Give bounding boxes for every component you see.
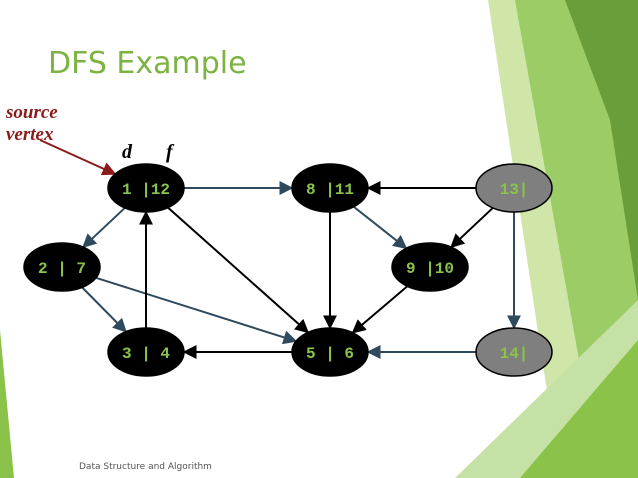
node-ellipse — [291, 327, 369, 377]
edge-n2-to-n3 — [81, 286, 127, 333]
edge-n2-to-n5 — [95, 276, 298, 345]
node-label: 9 |10 — [406, 260, 454, 278]
graph-node-n3: 3 | 4 — [107, 327, 185, 377]
node-label: 5 | 6 — [306, 345, 354, 363]
graph-node-n14: 14| — [475, 327, 553, 377]
footer-text: Data Structure and Algorithm — [79, 462, 212, 472]
discovery-time-label: d — [122, 141, 132, 163]
deco-triangle-mid — [520, 340, 638, 478]
node-ellipse — [475, 327, 553, 377]
graph-node-n8: 8 |11 — [291, 163, 369, 213]
node-ellipse — [23, 242, 101, 292]
edge-n8-to-n9 — [353, 205, 408, 250]
edge-n1-to-n2 — [82, 207, 126, 249]
node-ellipse — [107, 327, 185, 377]
node-label: 14| — [500, 345, 529, 363]
graph-node-n1: 1 |12 — [107, 163, 185, 213]
source-vertex-arrow — [39, 139, 117, 176]
edge-n1-to-n5 — [167, 206, 310, 334]
edge-n9-to-n5 — [351, 285, 408, 334]
graph-node-n13: 13| — [475, 163, 553, 213]
node-ellipse — [391, 242, 469, 292]
node-label: 3 | 4 — [122, 345, 170, 363]
node-ellipse — [475, 163, 553, 213]
graph-node-n2: 2 | 7 — [23, 242, 101, 292]
source-label-line1: source — [6, 102, 58, 123]
graph-node-n9: 9 |10 — [391, 242, 469, 292]
node-ellipse — [291, 163, 369, 213]
finish-time-label: f — [166, 141, 173, 163]
node-ellipse — [107, 163, 185, 213]
deco-left-sliver — [0, 330, 14, 478]
graph-node-n5: 5 | 6 — [291, 327, 369, 377]
node-label: 8 |11 — [306, 181, 354, 199]
node-label: 2 | 7 — [38, 260, 86, 278]
edge-n13-to-n9 — [450, 207, 494, 249]
node-label: 13| — [500, 181, 529, 199]
slide-title: DFS Example — [48, 46, 247, 81]
node-label: 1 |12 — [122, 181, 170, 199]
deco-band-dark — [565, 0, 638, 300]
